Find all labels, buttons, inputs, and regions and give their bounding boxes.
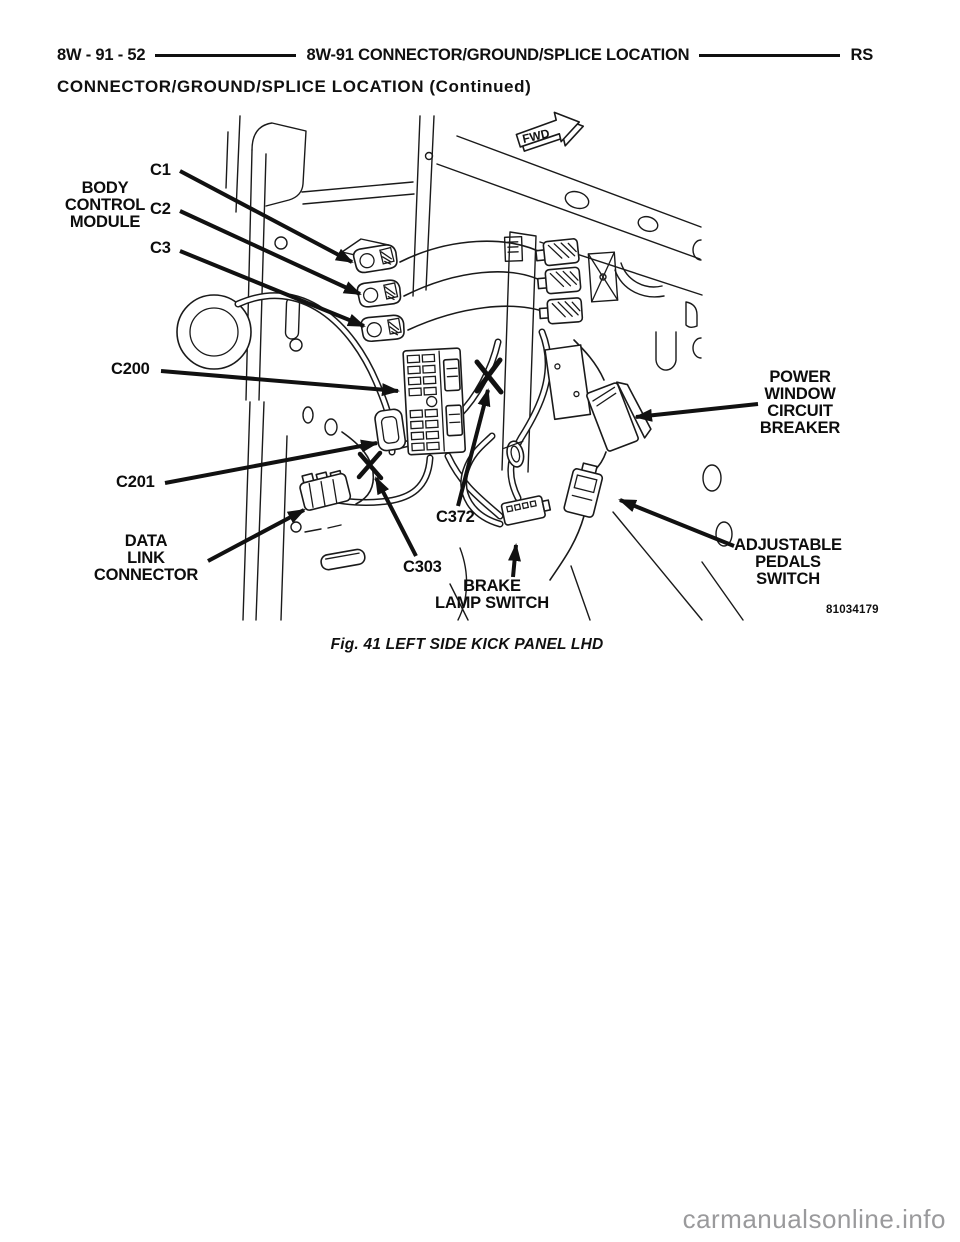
header-right-code: RS [850, 46, 874, 64]
arrow-c372 [456, 388, 491, 507]
figure-caption: Fig. 41 LEFT SIDE KICK PANEL LHD [330, 636, 604, 653]
label-brake-lamp-switch: BRAKE LAMP SWITCH [435, 577, 549, 613]
label-body-control-module: BODY CONTROL MODULE [64, 179, 146, 232]
arrow-c200 [160, 369, 400, 397]
trim-sliver [320, 548, 366, 571]
label-c3: C3 [150, 239, 171, 257]
c200-connector-block [402, 347, 467, 456]
label-c372: C372 [436, 508, 475, 526]
header-rule-left [155, 54, 297, 57]
label-c1: C1 [150, 161, 171, 179]
adjustable-pedals-switch-connector [563, 462, 604, 518]
label-data-link-connector: DATA LINK CONNECTOR [93, 532, 199, 585]
bcm-connector-c1 [352, 244, 398, 274]
body-structure-lines [225, 115, 744, 621]
figure-reference-number: 81034179 [826, 604, 879, 616]
splice-x-mark-c372 [474, 357, 504, 395]
arrow-c2 [179, 209, 362, 296]
strut-connector-1 [535, 238, 580, 267]
splice-x-mark-c303 [356, 450, 384, 481]
bcm-connector-c3 [360, 314, 405, 343]
header-rule-right [699, 54, 841, 57]
brake-lamp-switch-connector [500, 495, 552, 526]
bcm-connector-c2 [356, 279, 402, 308]
label-adjustable-pedals-switch: ADJUSTABLE PEDALS SWITCH [734, 536, 842, 589]
arrow-c303 [374, 476, 418, 557]
arrow-c3 [179, 249, 366, 328]
harness-grommet [176, 294, 252, 370]
fwd-direction-label: FWD [521, 126, 551, 146]
label-power-window-circuit-breaker: POWER WINDOW CIRCUIT BREAKER [759, 368, 841, 438]
watermark: carmanualsonline.info [682, 1204, 946, 1234]
arrow-brake-lamp-switch [508, 543, 521, 578]
label-c303: C303 [403, 558, 442, 576]
label-c201: C201 [116, 473, 155, 491]
power-window-circuit-breaker [586, 381, 652, 452]
fwd-direction-arrow-icon: FWD [515, 111, 585, 152]
arrow-c1 [179, 169, 354, 264]
section-subtitle: CONNECTOR/GROUND/SPLICE LOCATION (Contin… [57, 77, 532, 96]
kick-panel-line-art: FWD [160, 111, 759, 621]
arrow-adjustable-pedals [618, 498, 735, 548]
label-c200: C200 [111, 360, 150, 378]
c201-connector [374, 408, 407, 452]
label-c2: C2 [150, 200, 171, 218]
header-title: 8W-91 CONNECTOR/GROUND/SPLICE LOCATION [306, 46, 690, 64]
arrow-data-link-connector [207, 508, 306, 563]
strut-connector-2 [536, 266, 582, 295]
harness-clamp [503, 440, 525, 468]
page-header: 8W - 91 - 52 8W-91 CONNECTOR/GROUND/SPLI… [57, 46, 873, 65]
breaker-bracket [544, 344, 592, 421]
header-left-code: 8W - 91 - 52 [57, 46, 146, 64]
data-link-connector [299, 469, 352, 511]
leader-arrows [160, 169, 759, 578]
arrow-c201 [164, 439, 379, 485]
strut-connector-3 [538, 297, 584, 325]
arrow-power-window-breaker [634, 402, 759, 422]
